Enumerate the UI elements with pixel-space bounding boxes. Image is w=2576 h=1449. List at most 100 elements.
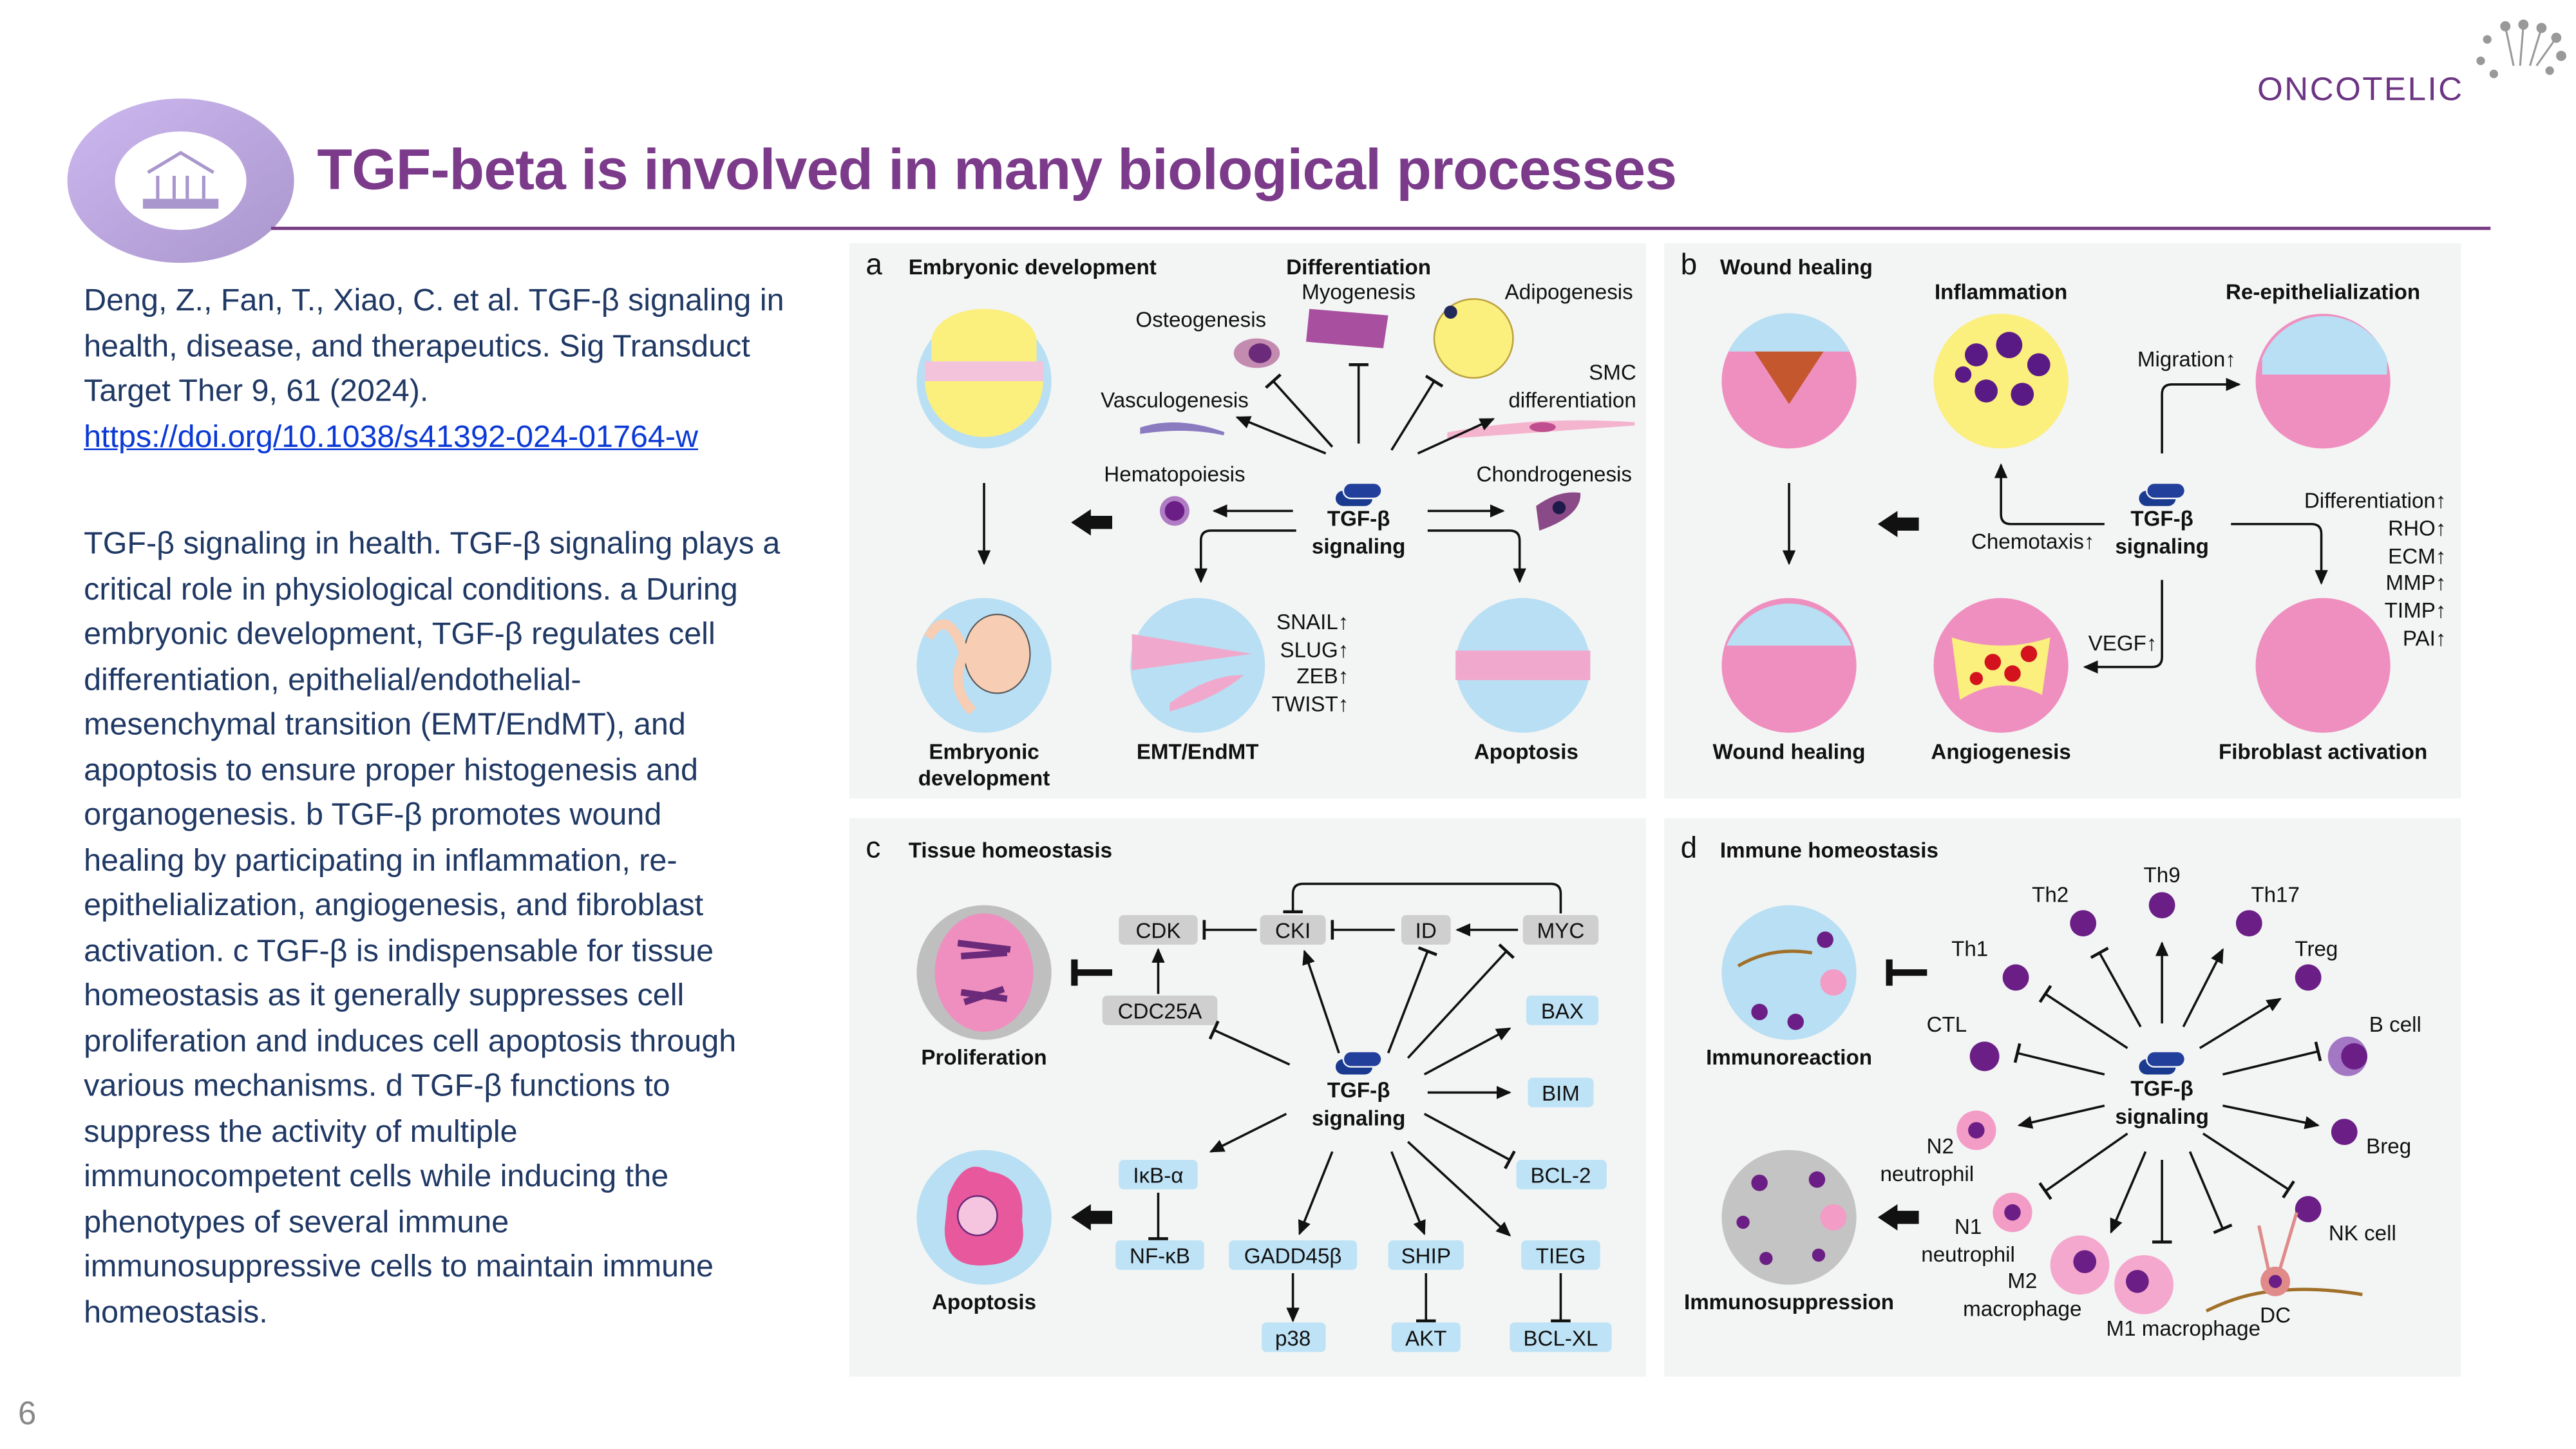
description-line: homeostasis as it generally suppresses c… — [84, 979, 685, 1014]
gene-label: p38 — [1275, 1327, 1311, 1350]
gene-label: SHIP — [1401, 1245, 1451, 1269]
marker: TIMP↑ — [2385, 599, 2447, 623]
signaling-label: signaling — [1312, 1106, 1406, 1130]
marker-list: SNAIL↑ SLUG↑ ZEB↑ TWIST↑ — [1272, 611, 1349, 717]
panel-d-immune-homeostasis: d Immune homeostasis Immunoreaction Immu… — [1664, 818, 2461, 1377]
gene-label: CKI — [1275, 920, 1311, 943]
label-proliferation: Proliferation — [921, 1046, 1046, 1070]
marker: ECM↑ — [2388, 545, 2446, 569]
description-line: phenotypes of several immune — [84, 1205, 509, 1240]
label-ctl: CTL — [1927, 1013, 1967, 1037]
th1-cell — [2002, 964, 2029, 991]
gene-label: ID — [1416, 920, 1437, 943]
panel-c-tissue-homeostasis: c Tissue homeostasis Proliferation Apopt… — [849, 818, 1647, 1377]
panel-title: Tissue homeostasis — [909, 839, 1112, 863]
gene-label: MYC — [1537, 920, 1585, 943]
marker: PAI↑ — [2403, 627, 2447, 651]
citation-line: Deng, Z., Fan, T., Xiao, C. et al. TGF-β… — [84, 284, 784, 319]
label-apoptosis: Apoptosis — [1474, 741, 1578, 764]
pathway-arrows — [1877, 941, 2322, 1244]
description-line: TGF-β signaling in health. TGF-β signali… — [84, 527, 781, 562]
gene-label: NF-κB — [1130, 1245, 1190, 1269]
treg-cell — [2295, 964, 2322, 991]
ctl-cell — [1969, 1041, 2000, 1072]
doi-link[interactable]: https://doi.org/10.1038/s41392-024-01764… — [84, 419, 699, 455]
gene-box: p38 — [1262, 1322, 1326, 1352]
label-osteogenesis: Osteogenesis — [1135, 308, 1266, 332]
description-line: embryonic development, TGF-β regulates c… — [84, 618, 715, 652]
citation-line: health, disease, and therapeutics. Sig T… — [84, 329, 750, 365]
fibroblast-illustration — [2255, 598, 2391, 733]
label-smc: SMC — [1589, 361, 1636, 384]
label-th2: Th2 — [2032, 883, 2069, 907]
gene-label: GADD45β — [1244, 1245, 1342, 1269]
label-breg: Breg — [2366, 1135, 2411, 1159]
inflammation-illustration — [1933, 314, 2069, 449]
th2-cell — [2070, 910, 2097, 937]
endothelial-cell-illustration — [1140, 422, 1225, 435]
tgf-label: TGF-β — [1327, 507, 1390, 531]
panel-letter: d — [1681, 831, 1698, 864]
label-dc: DC — [2260, 1304, 2291, 1328]
page-number: 6 — [18, 1396, 37, 1433]
tgf-beta-icon — [2139, 482, 2185, 507]
gene-label: CDK — [1135, 920, 1180, 943]
signaling-label: signaling — [2115, 535, 2209, 559]
gene-box: CDC25A — [1102, 995, 1218, 1025]
marker: SLUG↑ — [1280, 638, 1349, 662]
cell-labels: Th9 Th2 Th17 Th1 Treg CTL B cell N2 neut… — [1880, 864, 2421, 1341]
label-n1: N1 — [1955, 1215, 1982, 1239]
label-n2-neutrophil: neutrophil — [1880, 1162, 1975, 1186]
differentiation-heading: Differentiation — [1286, 256, 1431, 279]
label-hematopoiesis: Hematopoiesis — [1104, 462, 1245, 486]
label-inflammation: Inflammation — [1935, 280, 2067, 304]
logo-text: ONCOTELIC — [2257, 72, 2464, 109]
citation: Deng, Z., Fan, T., Xiao, C. et al. TGF-β… — [84, 279, 784, 460]
label-adipogenesis: Adipogenesis — [1505, 280, 1633, 304]
label-chondrogenesis: Chondrogenesis — [1477, 462, 1632, 486]
gene-box: BAX — [1526, 995, 1599, 1025]
label-re-epithelialization: Re-epithelialization — [2226, 280, 2420, 304]
panel-b-wound-healing: b Wound healing Inflammation Re-epitheli… — [1664, 243, 2461, 799]
tgf-label: TGF-β — [2130, 507, 2193, 531]
label-treg: Treg — [2295, 938, 2338, 961]
gene-label: TIEG — [1536, 1245, 1586, 1269]
panel-letter: a — [866, 247, 882, 281]
gene-label: AKT — [1405, 1327, 1446, 1350]
label-vasculogenesis: Vasculogenesis — [1101, 389, 1249, 413]
marker-list: Differentiation↑ RHO↑ ECM↑ MMP↑ TIMP↑ PA… — [2304, 489, 2447, 650]
pathway-arrows — [977, 363, 1526, 583]
panel-title: Wound healing — [1720, 256, 1873, 279]
breg-cell — [2331, 1119, 2358, 1146]
gene-box: NF-κB — [1115, 1240, 1204, 1270]
marker: Differentiation↑ — [2304, 489, 2447, 513]
gene-box: MYC — [1522, 914, 1599, 945]
label-th1: Th1 — [1951, 938, 1988, 961]
label-n2: N2 — [1927, 1135, 1954, 1159]
marker: SNAIL↑ — [1276, 611, 1349, 634]
gene-box: SHIP — [1388, 1240, 1464, 1270]
label-n1-neutrophil: neutrophil — [1921, 1243, 2015, 1267]
panel-title: Embryonic development — [909, 256, 1157, 279]
label-fibroblast-activation: Fibroblast activation — [2219, 741, 2427, 764]
description-line: proliferation and induces cell apoptosis… — [84, 1024, 737, 1059]
gene-box: CDK — [1119, 914, 1198, 945]
tgf-label: TGF-β — [1327, 1079, 1390, 1103]
panel-letter: b — [1681, 247, 1698, 281]
gene-box: ID — [1401, 914, 1451, 945]
nk-cell — [2295, 1196, 2322, 1222]
label-nk-cell: NK cell — [2329, 1222, 2396, 1245]
label-m1-macrophage: M1 macrophage — [2106, 1317, 2260, 1341]
description-line: healing by participating in inflammation… — [84, 843, 677, 878]
gene-label: BCL-XL — [1523, 1327, 1598, 1350]
gene-label: BIM — [1542, 1082, 1580, 1106]
marker: RHO↑ — [2388, 517, 2446, 541]
gene-box: TIEG — [1521, 1240, 1600, 1270]
tgf-beta-icon — [1335, 1051, 1382, 1075]
label-wound-healing: Wound healing — [1713, 741, 1866, 764]
adipocyte-illustration — [1433, 298, 1514, 379]
gene-box: IκB-α — [1119, 1160, 1198, 1189]
page-title: TGF-beta is involved in many biological … — [317, 138, 1677, 202]
label-development: development — [918, 766, 1050, 790]
gene-label: IκB-α — [1133, 1164, 1183, 1188]
